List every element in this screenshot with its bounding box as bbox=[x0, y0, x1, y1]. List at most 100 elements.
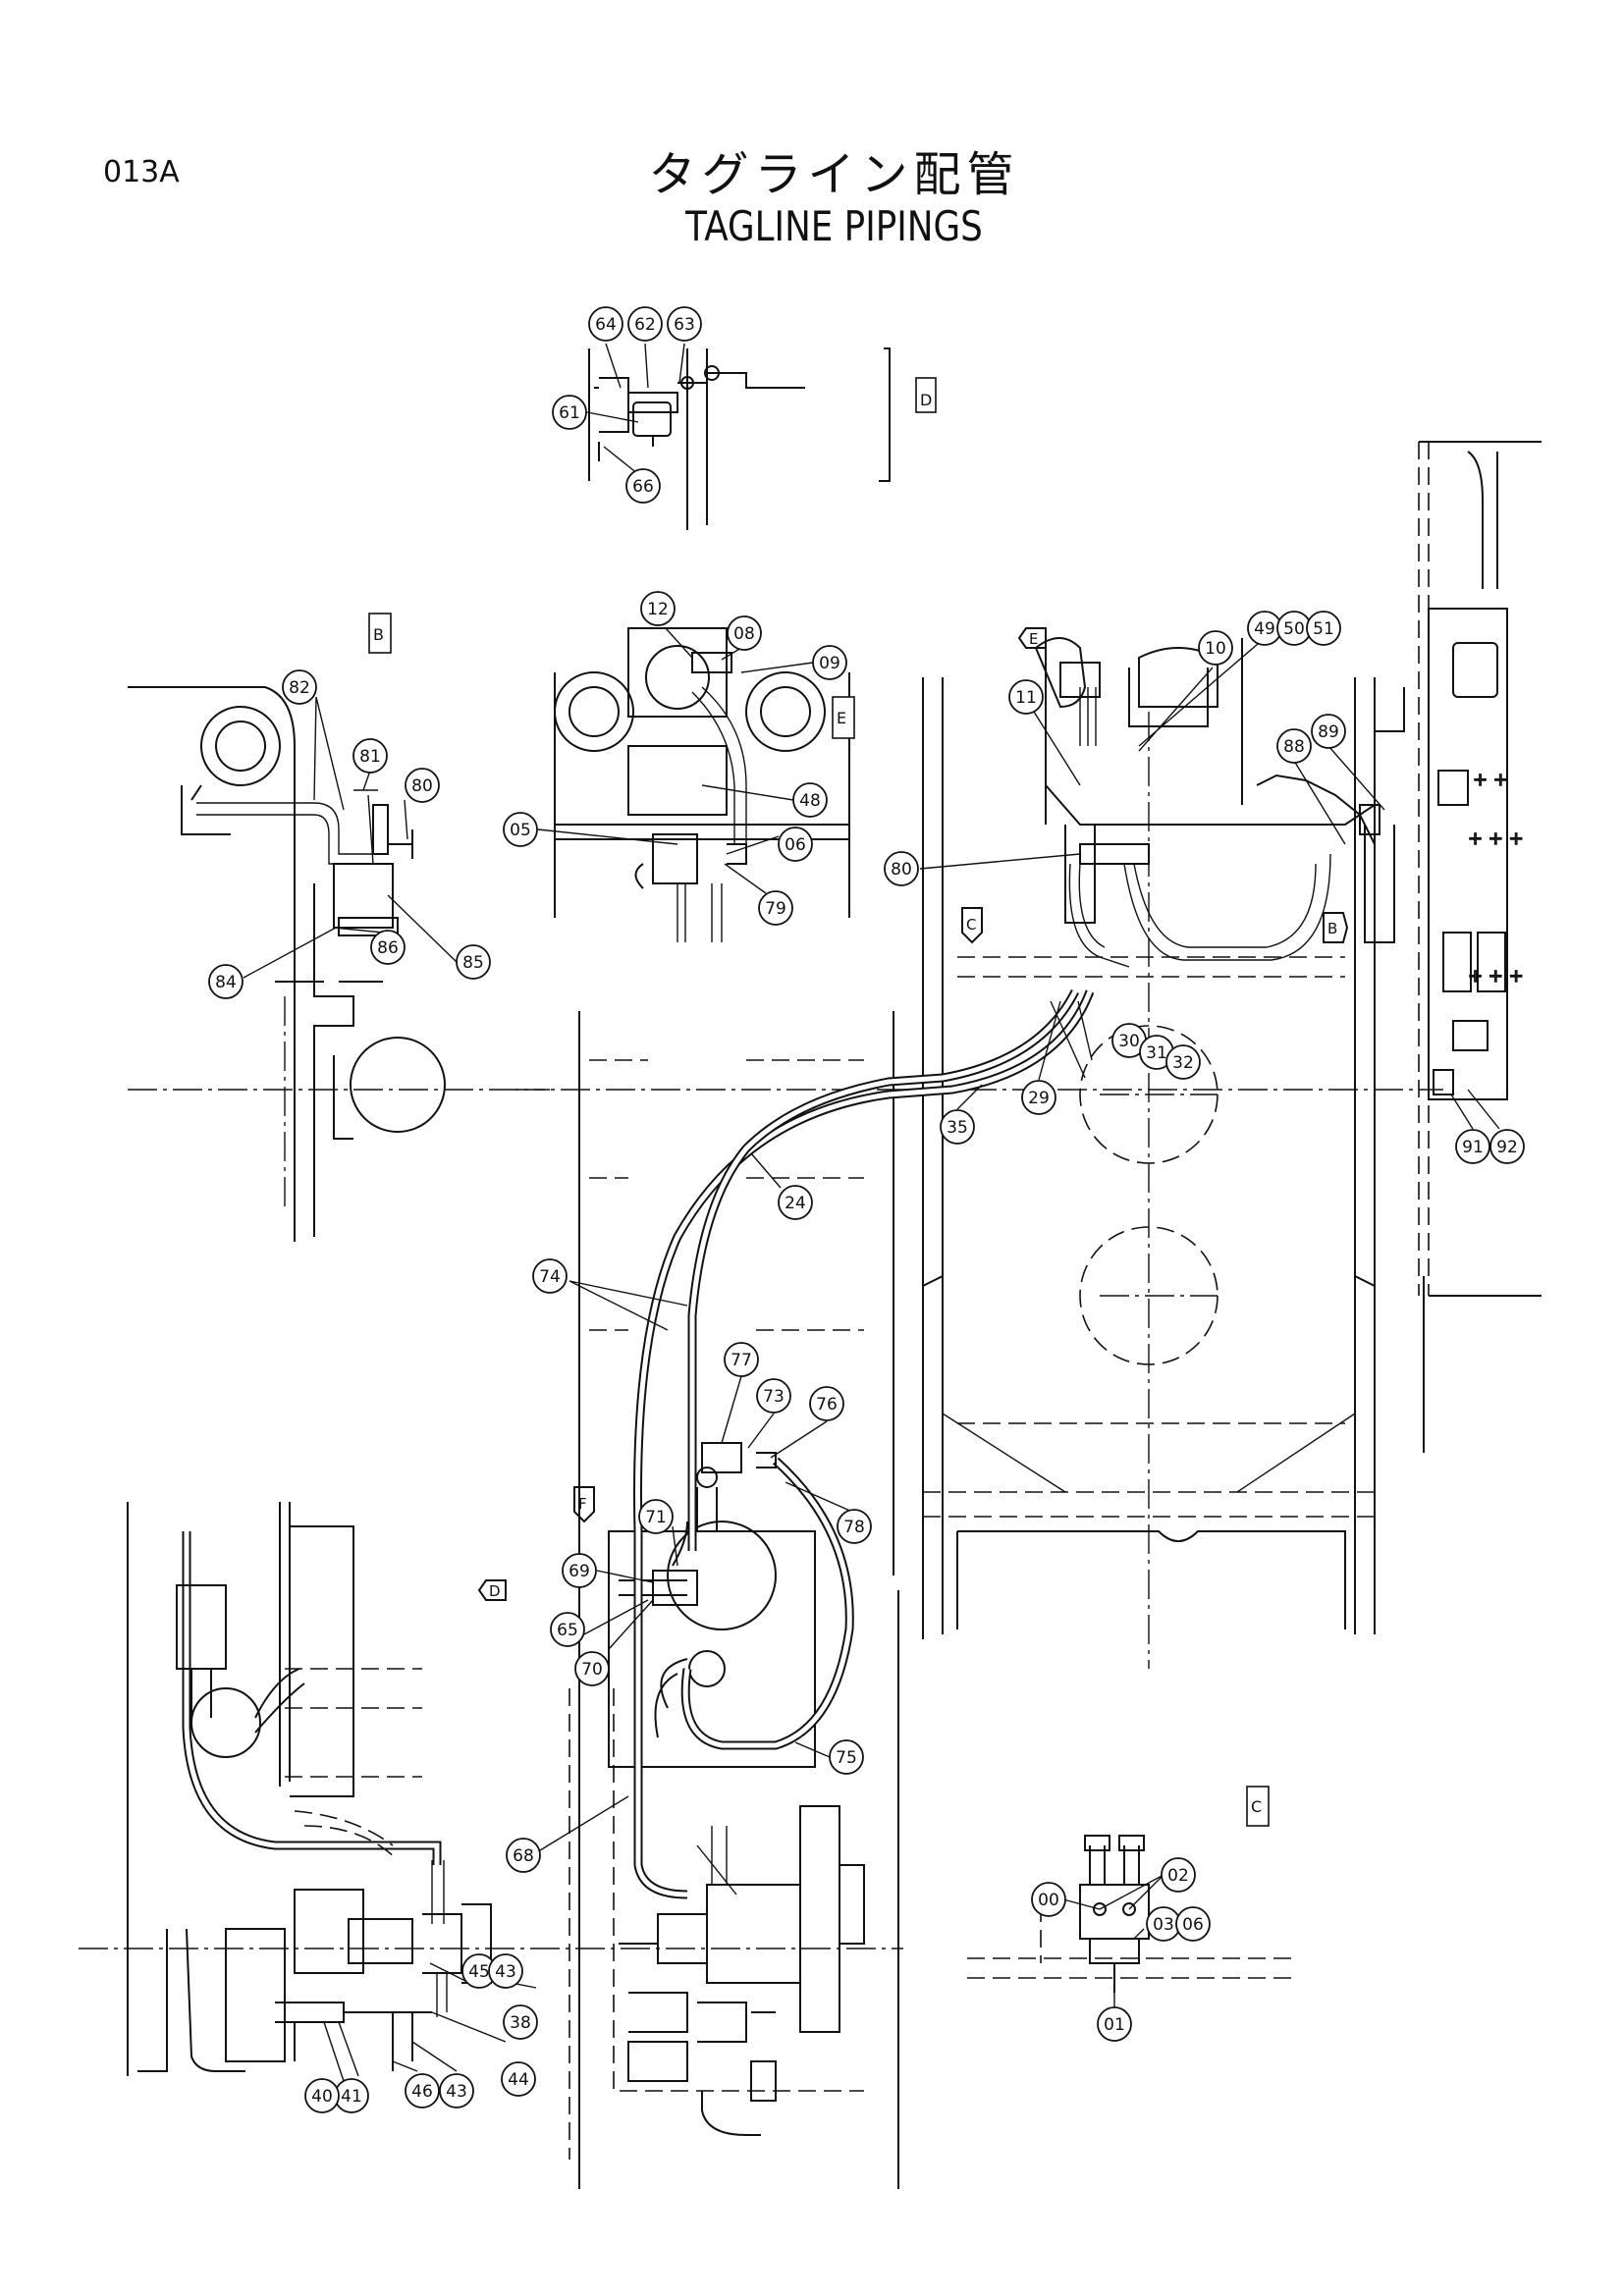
callout-08-e: 08 bbox=[727, 615, 762, 651]
svg-text:70: 70 bbox=[581, 1660, 603, 1680]
main-frame: + + + + + + + + bbox=[515, 441, 1542, 1669]
svg-text:71: 71 bbox=[645, 1508, 667, 1527]
view-box-b bbox=[368, 613, 392, 654]
view-c-detail: C bbox=[967, 1786, 1296, 1993]
svg-text:+ +: + + bbox=[1473, 770, 1508, 790]
title-english: TAGLINE PIPINGS bbox=[685, 201, 983, 250]
svg-text:81: 81 bbox=[359, 747, 381, 767]
callout-06-e: 06 bbox=[778, 827, 813, 862]
view-label-b: B bbox=[373, 625, 384, 644]
svg-text:12: 12 bbox=[647, 600, 669, 619]
callout-70: 70 bbox=[574, 1651, 610, 1686]
view-label-d: D bbox=[920, 391, 932, 409]
view-arrow-e: E bbox=[1017, 627, 1047, 649]
title-japanese: タグライン配管 bbox=[648, 147, 1020, 202]
svg-text:68: 68 bbox=[513, 1846, 534, 1866]
callout-05: 05 bbox=[503, 812, 538, 847]
svg-text:80: 80 bbox=[891, 860, 912, 880]
callout-77: 77 bbox=[724, 1342, 759, 1377]
svg-text:62: 62 bbox=[634, 315, 656, 335]
callout-68: 68 bbox=[506, 1838, 541, 1873]
callout-63: 63 bbox=[667, 306, 702, 342]
callout-24: 24 bbox=[778, 1185, 813, 1220]
svg-text:38: 38 bbox=[510, 2013, 531, 2033]
callout-92: 92 bbox=[1489, 1129, 1525, 1164]
svg-text:C: C bbox=[966, 916, 976, 934]
callout-82: 82 bbox=[282, 669, 317, 705]
callout-10: 10 bbox=[1198, 630, 1233, 666]
callout-73: 73 bbox=[756, 1378, 791, 1414]
svg-text:69: 69 bbox=[568, 1562, 590, 1581]
callout-51: 51 bbox=[1306, 611, 1341, 646]
svg-text:00: 00 bbox=[1038, 1891, 1059, 1910]
callout-09: 09 bbox=[812, 645, 847, 680]
callout-80-main: 80 bbox=[884, 851, 919, 886]
callout-50: 50 bbox=[1276, 611, 1312, 646]
svg-text:50: 50 bbox=[1283, 619, 1305, 639]
leader-lines bbox=[243, 343, 1500, 2082]
view-e-detail: E bbox=[554, 627, 855, 942]
svg-text:02: 02 bbox=[1167, 1866, 1189, 1886]
svg-text:66: 66 bbox=[632, 477, 654, 497]
svg-text:09: 09 bbox=[819, 654, 840, 673]
view-d-detail: D bbox=[588, 347, 937, 530]
svg-text:46: 46 bbox=[411, 2082, 433, 2102]
view-label-e: E bbox=[837, 709, 846, 727]
callout-61: 61 bbox=[552, 395, 587, 430]
svg-text:78: 78 bbox=[843, 1518, 865, 1537]
svg-text:49: 49 bbox=[1254, 619, 1275, 639]
callout-bubbles: 64 62 63 61 66 82 81 80 85 84 86 12 08 0… bbox=[208, 306, 1525, 2113]
callout-91: 91 bbox=[1455, 1129, 1490, 1164]
svg-text:48: 48 bbox=[799, 791, 821, 811]
callout-30: 30 bbox=[1111, 1023, 1147, 1058]
svg-text:01: 01 bbox=[1104, 2015, 1125, 2035]
svg-text:43: 43 bbox=[446, 2082, 467, 2102]
view-b-detail: B bbox=[128, 613, 550, 1242]
callout-71: 71 bbox=[638, 1499, 674, 1534]
svg-text:03: 03 bbox=[1153, 1915, 1174, 1935]
callout-74: 74 bbox=[532, 1258, 568, 1294]
svg-text:84: 84 bbox=[215, 973, 237, 992]
callout-65: 65 bbox=[550, 1612, 585, 1647]
callout-75: 75 bbox=[829, 1739, 864, 1775]
svg-text:E: E bbox=[1029, 630, 1038, 648]
callout-84: 84 bbox=[208, 964, 244, 999]
svg-text:05: 05 bbox=[510, 821, 531, 840]
callout-89: 89 bbox=[1311, 714, 1346, 749]
svg-text:91: 91 bbox=[1462, 1138, 1484, 1157]
callout-44: 44 bbox=[501, 2061, 536, 2097]
svg-text:D: D bbox=[489, 1582, 501, 1600]
svg-text:10: 10 bbox=[1205, 639, 1226, 659]
svg-text:06: 06 bbox=[785, 835, 806, 855]
svg-text:30: 30 bbox=[1118, 1032, 1140, 1051]
svg-text:76: 76 bbox=[816, 1395, 838, 1415]
page-code: 013A bbox=[103, 155, 180, 189]
view-arrow-c: C bbox=[961, 907, 983, 944]
view-box-d bbox=[915, 377, 937, 413]
svg-text:44: 44 bbox=[508, 2070, 529, 2090]
center-column bbox=[568, 1011, 899, 2189]
svg-text:B: B bbox=[1327, 920, 1337, 937]
svg-text:86: 86 bbox=[377, 938, 399, 958]
callout-00: 00 bbox=[1031, 1882, 1066, 1917]
callout-64: 64 bbox=[588, 306, 623, 342]
svg-text:31: 31 bbox=[1146, 1043, 1167, 1063]
svg-text:24: 24 bbox=[785, 1194, 806, 1213]
view-box-e bbox=[832, 696, 855, 739]
svg-text:74: 74 bbox=[539, 1267, 561, 1287]
callout-41: 41 bbox=[334, 2078, 369, 2113]
svg-text:73: 73 bbox=[763, 1387, 785, 1407]
callout-43-bottom: 43 bbox=[439, 2073, 474, 2109]
view-box-c bbox=[1246, 1786, 1270, 1827]
svg-text:89: 89 bbox=[1318, 722, 1339, 742]
view-label-c: C bbox=[1251, 1797, 1262, 1816]
svg-text:77: 77 bbox=[731, 1351, 752, 1370]
svg-text:41: 41 bbox=[341, 2087, 362, 2107]
callout-29: 29 bbox=[1021, 1080, 1056, 1115]
callout-81: 81 bbox=[352, 738, 388, 774]
callout-78: 78 bbox=[837, 1509, 872, 1544]
svg-text:79: 79 bbox=[765, 899, 786, 919]
callout-88: 88 bbox=[1276, 728, 1312, 764]
callout-85: 85 bbox=[456, 944, 491, 980]
